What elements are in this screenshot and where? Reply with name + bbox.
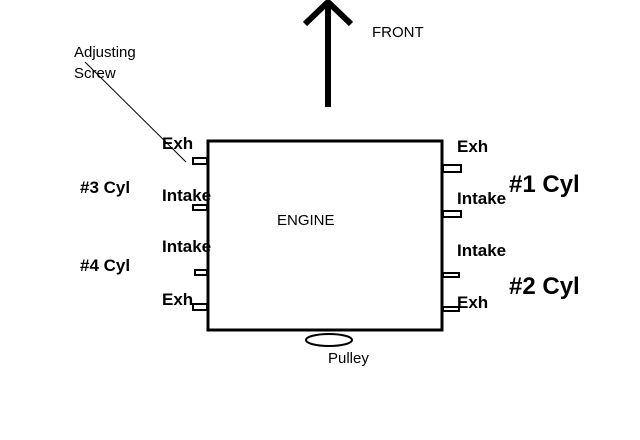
engine-label: ENGINE	[277, 212, 335, 229]
valve-right-exh-2	[442, 306, 460, 312]
left-valve-label-intake-3: Intake	[162, 186, 212, 205]
right-valve-label-exh-2: Exh	[457, 293, 489, 312]
cylinder-label-1: #1 Cyl	[509, 171, 580, 198]
valve-right-intake-1	[442, 210, 462, 218]
adjusting-screw-label-line1: Adjusting	[74, 44, 136, 61]
adjusting-screw-label-line2: Screw	[74, 65, 116, 82]
valve-right-intake-2	[442, 272, 460, 278]
valve-left-intake-4	[194, 269, 208, 276]
left-valve-label-intake-4: Intake	[162, 237, 212, 256]
left-valve-label-exh-3: Exh	[162, 134, 194, 153]
left-valves	[192, 157, 208, 311]
front-arrow-icon	[302, 0, 354, 107]
valve-left-exh-3	[192, 157, 208, 165]
valve-right-exh-1	[442, 164, 462, 173]
cylinder-label-4: #4 Cyl	[80, 256, 131, 275]
valve-left-exh-4	[192, 303, 208, 311]
right-valve-label-intake-1: Intake	[457, 189, 507, 208]
right-valves	[442, 164, 462, 312]
right-valve-label-intake-2: Intake	[457, 241, 507, 260]
pulley-icon	[305, 333, 353, 347]
pulley-label: Pulley	[328, 350, 369, 367]
cylinder-label-3: #3 Cyl	[80, 178, 131, 197]
adjusting-screw-leader-line	[84, 61, 187, 163]
cylinder-label-2: #2 Cyl	[509, 273, 580, 300]
left-valve-label-exh-4: Exh	[162, 290, 194, 309]
right-valve-label-exh-1: Exh	[457, 137, 489, 156]
front-label: FRONT	[372, 24, 424, 41]
engine-block	[206, 139, 444, 332]
valve-left-intake-3	[192, 204, 208, 211]
